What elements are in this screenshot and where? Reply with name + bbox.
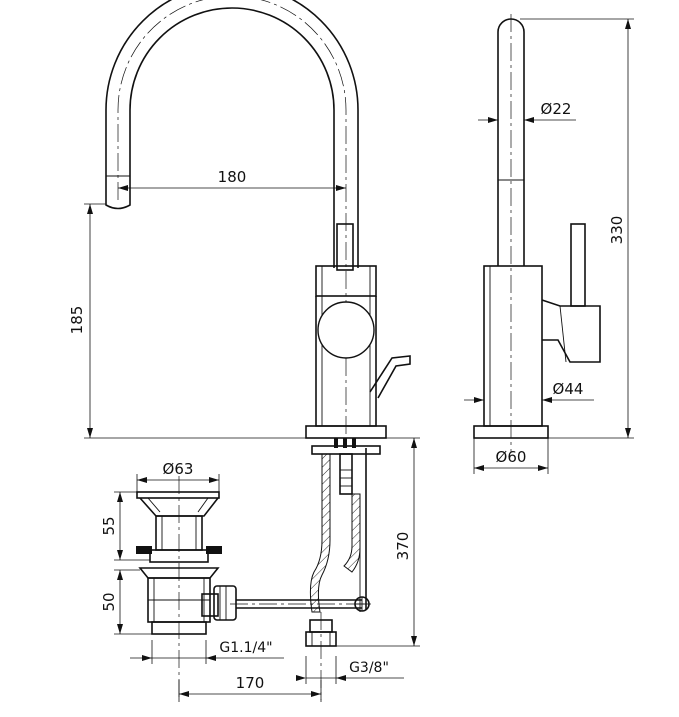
label-body-diameter: Ø44 <box>553 380 584 398</box>
label-supply-thread: G3/8" <box>349 660 389 676</box>
dim-waste-diameter: Ø63 <box>136 460 220 492</box>
label-spout-diameter: Ø22 <box>541 100 572 118</box>
dim-spout-height: 185 <box>68 203 306 439</box>
dim-total-height: 330 <box>520 18 634 439</box>
label-waste-upper-height: 55 <box>100 516 118 535</box>
dim-waste-upper-height: 55 <box>100 491 150 561</box>
side-view-faucet <box>473 14 601 452</box>
dim-base-diameter: Ø60 <box>473 438 549 474</box>
supply-connection <box>305 438 381 700</box>
label-waste-diameter: Ø63 <box>163 460 194 478</box>
popup-waste <box>136 476 372 700</box>
label-waste-to-tap: 170 <box>236 674 265 692</box>
dim-supply-thread: G3/8" <box>296 656 404 684</box>
dim-waste-lower-height: 50 <box>100 569 152 635</box>
front-view-faucet <box>105 0 411 440</box>
dim-waste-thread: G1.1/4" <box>130 640 284 664</box>
label-spout-height: 185 <box>68 306 86 335</box>
dim-spout-reach: 180 <box>118 168 346 191</box>
label-base-diameter: Ø60 <box>496 448 527 466</box>
label-total-height: 330 <box>608 216 626 245</box>
dim-spout-diameter: Ø22 <box>478 100 576 123</box>
label-connection-length: 370 <box>394 532 412 561</box>
label-waste-lower-height: 50 <box>100 592 118 611</box>
label-spout-reach: 180 <box>218 168 247 186</box>
dim-connection-length: 370 <box>336 437 420 647</box>
label-waste-thread: G1.1/4" <box>219 640 272 656</box>
dim-waste-to-tap: 170 <box>178 674 322 702</box>
dim-body-diameter: Ø44 <box>464 380 594 403</box>
